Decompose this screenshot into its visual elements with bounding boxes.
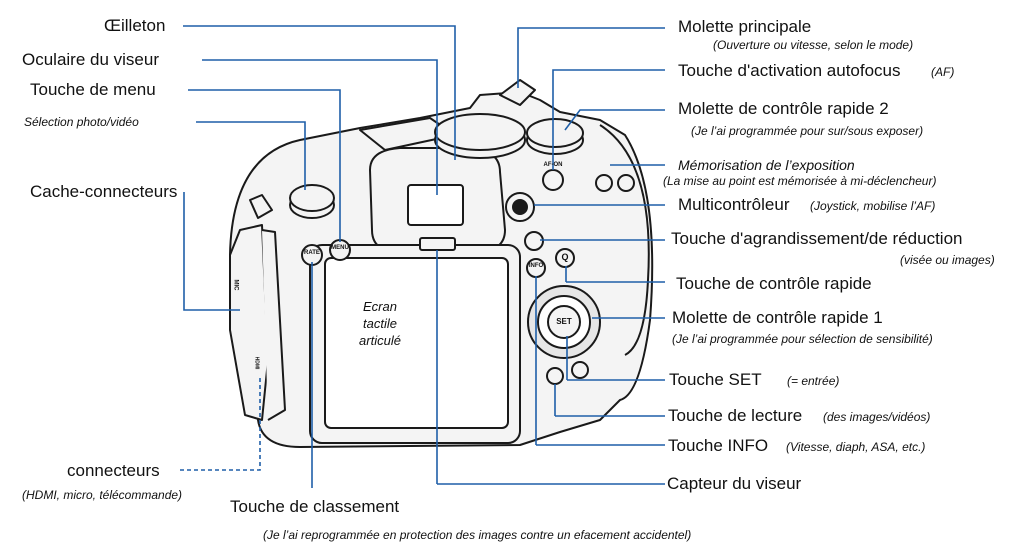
screen-line-3: articulé	[359, 333, 401, 348]
callout-photo-video: Sélection photo/vidéo	[24, 115, 139, 129]
set-button-shape	[547, 305, 581, 339]
line-capteur	[436, 250, 665, 485]
callout-lecture-sub: (des images/vidéos)	[823, 410, 931, 424]
callout-molette1-sub: (Je l’ai programmée pour sélection de se…	[672, 332, 933, 346]
af-on-button-label: AF-ON	[543, 162, 563, 168]
callout-memo: Mémorisation de l’exposition	[678, 157, 855, 173]
callout-info-sub: (Vitesse, diaph, ASA, etc.)	[786, 440, 926, 454]
line-set	[566, 336, 665, 381]
callout-cache: Cache-connecteurs	[30, 182, 178, 201]
callout-classement: Touche de classement	[230, 497, 400, 516]
callout-rapide: Touche de contrôle rapide	[676, 274, 872, 293]
callout-agrandissement: Touche d'agrandissement/de réduction	[671, 229, 963, 248]
callout-set: Touche SET	[669, 370, 762, 389]
camera-grip	[599, 124, 650, 356]
callout-multi-sub: (Joystick, mobilise l’AF)	[810, 199, 936, 213]
line-molette-principale	[517, 27, 665, 88]
info-button-label: INFO	[528, 263, 544, 269]
q-button-label: Q	[561, 252, 569, 262]
callout-oculaire: Oculaire du viseur	[22, 50, 160, 69]
line-cache	[183, 192, 240, 311]
callout-classement-sub: (Je l’ai reprogrammée en protection des …	[263, 528, 692, 542]
lcd-screen	[324, 257, 509, 429]
line-menu	[188, 89, 341, 242]
line-oculaire	[202, 59, 438, 195]
callout-molette-principale-sub: (Ouverture ou vitesse, selon le mode)	[713, 38, 914, 52]
screen-line-1: Ecran	[363, 299, 397, 314]
screen-label: Ecran tactile articulé	[345, 298, 415, 349]
callout-multi: Multicontrôleur	[678, 195, 790, 214]
rate-button-label: RATE	[304, 250, 320, 256]
callout-connecteurs: connecteurs	[67, 461, 160, 480]
callout-lecture: Touche de lecture	[668, 406, 803, 425]
callout-agrandissement-sub: (visée ou images)	[900, 253, 995, 267]
menu-button-label: MENU	[331, 245, 349, 251]
line-molette2	[564, 109, 665, 131]
callout-info: Touche INFO	[668, 436, 769, 455]
callout-memo-sub: (La mise au point est mémorisée à mi-déc…	[663, 174, 937, 188]
callout-molette1: Molette de contrôle rapide 1	[672, 308, 883, 327]
callout-oeilleton: Œilleton	[104, 16, 166, 35]
set-button-label: SET	[556, 317, 572, 326]
line-rapide	[565, 266, 665, 283]
line-info	[535, 276, 665, 446]
callout-molette-principale: Molette principale	[678, 17, 812, 36]
mic-label: MIC	[232, 279, 239, 291]
line-af-on	[552, 69, 665, 170]
callout-af-on: Touche d'activation autofocus	[678, 61, 901, 80]
callout-molette2-sub: (Je l’ai programmée pour sur/sous expose…	[691, 124, 924, 138]
connector-cover-shape	[229, 224, 269, 421]
callout-set-sub: (= entrée)	[787, 374, 840, 388]
line-photo-video	[196, 121, 306, 190]
eyepiece-window	[407, 184, 464, 226]
line-oeilleton	[183, 25, 456, 160]
viewfinder-sensor	[419, 237, 456, 251]
callout-capteur: Capteur du viseur	[667, 474, 802, 493]
hdmi-label: HDMI	[253, 356, 260, 370]
line-lecture	[554, 384, 665, 417]
af-on-button-shape	[542, 169, 564, 191]
callout-molette2: Molette de contrôle rapide 2	[678, 99, 889, 118]
line-connecteurs	[180, 375, 261, 471]
callout-menu: Touche de menu	[30, 80, 156, 99]
callout-connecteurs-sub: (HDMI, micro, télécommande)	[22, 488, 183, 502]
callout-af-on-sub: (AF)	[931, 65, 955, 79]
screen-line-2: tactile	[363, 316, 397, 331]
